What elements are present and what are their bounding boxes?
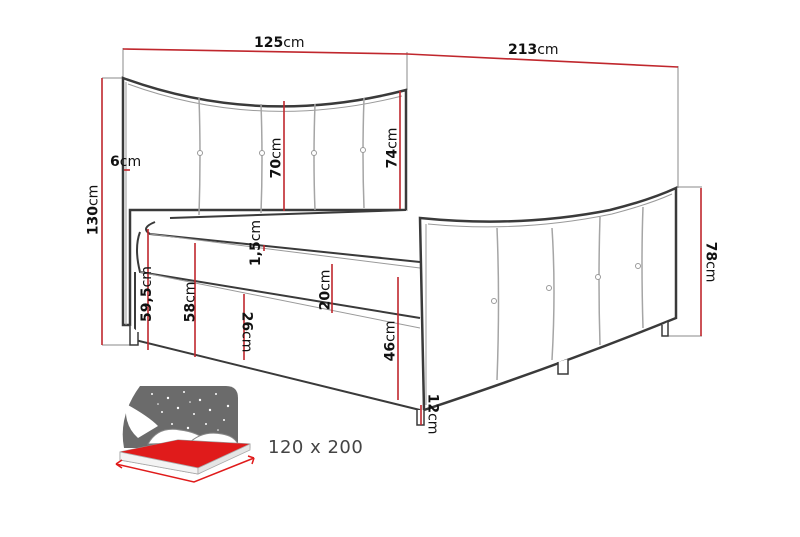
dim-base-label: 26cm [238,311,255,353]
dim-base-value: 26 [238,311,255,332]
dim-width-unit: cm [283,35,305,51]
dim-headboard-edge-value: 74 [384,148,401,169]
dim-base-total-value: 46 [382,341,399,362]
dim-legs-unit: cm [424,413,441,435]
dim-topper-unit: cm [248,219,265,242]
dim-base-total-unit: cm [382,320,399,342]
dim-topper-label: 1,5cm [248,219,265,267]
dim-length-unit: cm [537,42,559,58]
dim-topper-value: 1,5 [248,241,265,267]
footboard [416,186,678,426]
bed-mattress-icon [115,386,255,483]
dim-footboard-height-label: 78cm [702,241,719,283]
dim-mattress-top-value: 58 [182,302,199,323]
dim-headboard-center-unit: cm [268,137,285,159]
dim-headboard-edge-label: 74cm [384,127,401,169]
headboard [121,76,408,327]
dim-mattress-value: 20 [317,290,334,311]
dim-mattress-top-label: 58cm [182,281,199,323]
dim-headboard-center-value: 70 [268,158,285,179]
dim-headboard-depth-label: 6cm [110,155,141,169]
dim-legs-value: 12 [424,393,441,414]
dim-headboard-center-label: 70cm [268,137,285,179]
mattress-and-base [129,209,421,411]
dim-length-label: 213cm [508,43,559,57]
sleeping-area-size: 120 x 200 [268,437,364,458]
dim-base-total-label: 46cm [382,320,399,362]
dim-width-value: 125 [254,35,284,51]
dim-side-height-label: 59,5cm [138,266,155,322]
dim-mattress-label: 20cm [317,269,334,311]
dim-footboard-height-unit: cm [702,261,719,283]
dim-headboard-depth-unit: cm [119,154,142,170]
dim-base-unit: cm [238,331,255,353]
dim-length-value: 213 [508,42,538,58]
dim-headboard-depth-value: 6 [110,154,120,170]
dim-side-height-value: 59,5 [138,287,155,322]
dim-mattress-top-unit: cm [182,281,199,303]
dim-legs-label: 12cm [424,393,441,435]
dim-headboard-height-value: 130 [85,206,102,236]
dim-side-height-unit: cm [138,266,155,288]
dim-headboard-height-unit: cm [85,184,102,207]
dimension-lines [101,48,702,425]
dim-width-label: 125cm [254,36,305,50]
dim-footboard-height-value: 78 [702,241,719,262]
dim-mattress-unit: cm [317,269,334,291]
dim-headboard-edge-unit: cm [384,127,401,149]
dim-headboard-height-label: 130cm [85,184,102,236]
